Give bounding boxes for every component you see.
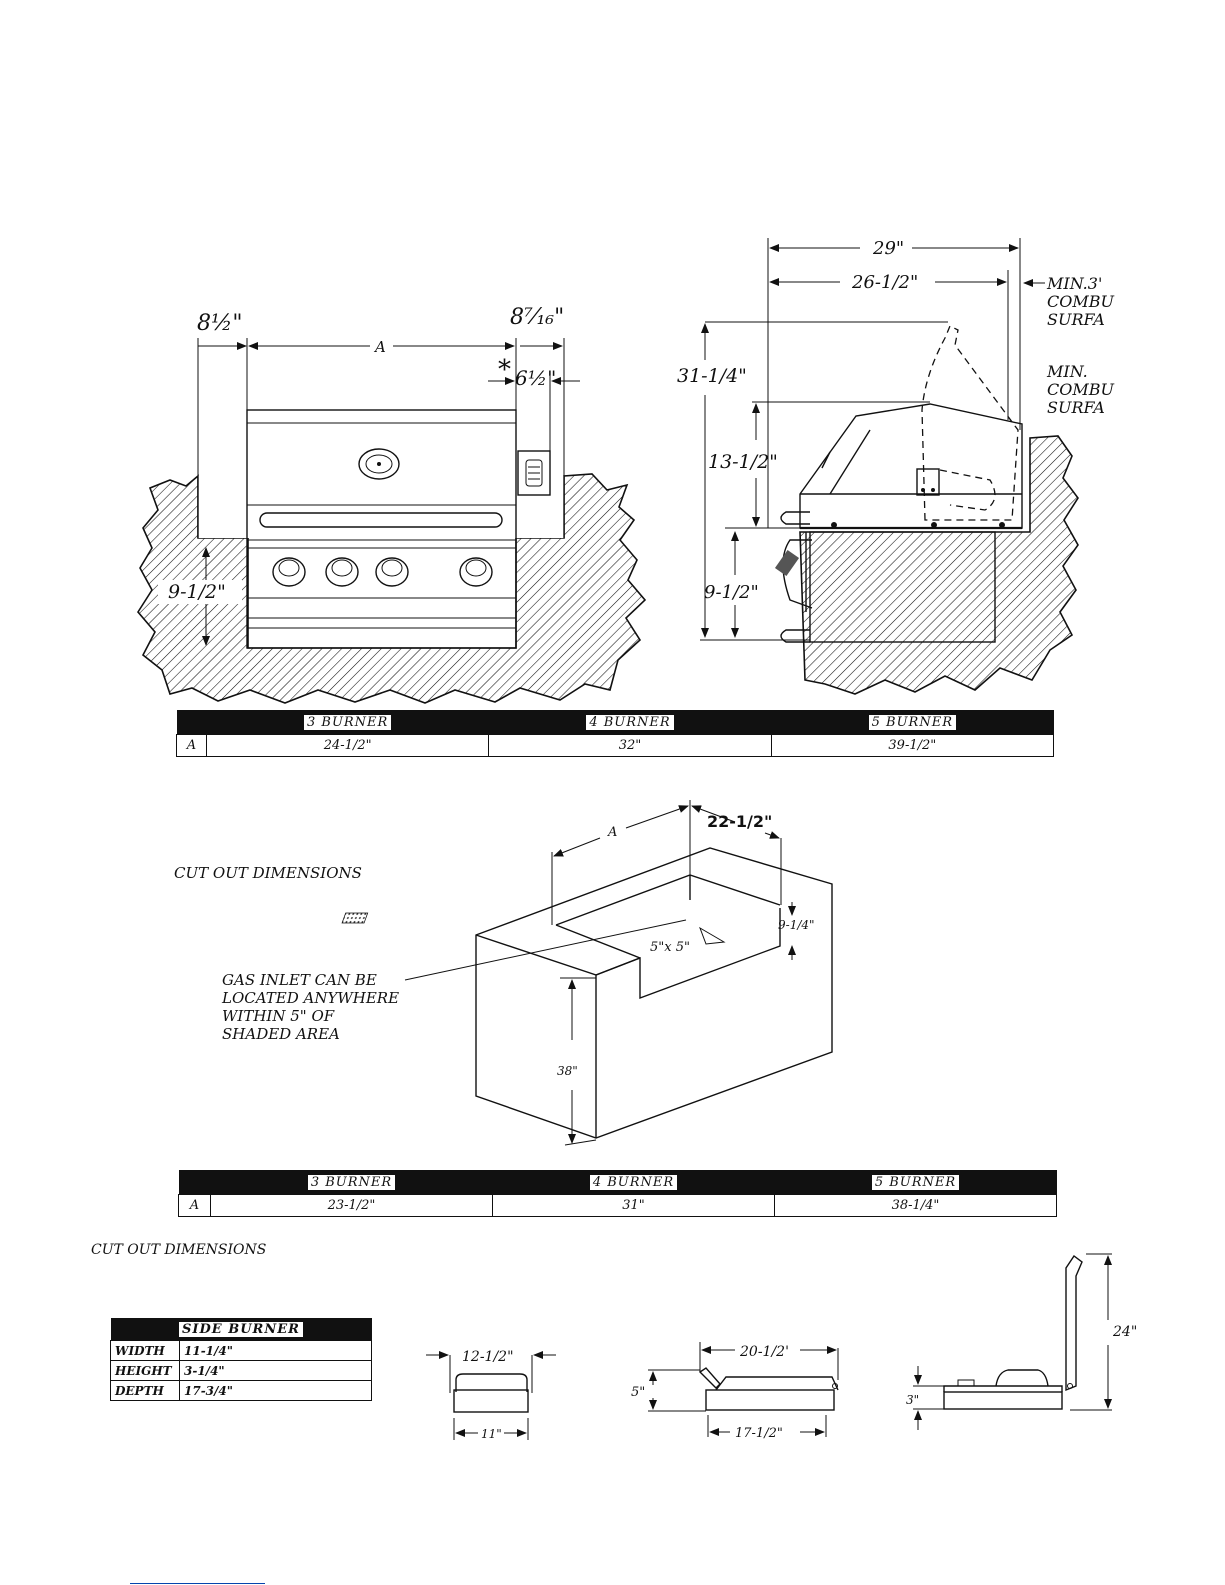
side-masonry-hatch	[799, 435, 1079, 695]
grill-body	[246, 409, 517, 649]
grill-depth-label: 26-1/2"	[851, 272, 918, 293]
total-height-label: 31-1/4"	[677, 365, 747, 387]
cell-5-burner: 39-1/2"	[770, 734, 1055, 757]
cutout-width-label: A	[607, 825, 617, 840]
thermometer-icon	[358, 448, 400, 480]
side-top-label: 20-1/2'	[739, 1344, 789, 1360]
side-burner-side: 20-1/2' 5" 17-1/2"	[631, 1342, 839, 1441]
svg-text:WITHIN 5" OF: WITHIN 5" OF	[222, 1007, 335, 1025]
side-view: 29" 26-1/2" 31-1/4" 13-1/2" 9-1/2" MIN.3…	[677, 238, 1115, 695]
side-gap-label: 6½"	[515, 366, 556, 390]
overall-depth-label: 29"	[872, 238, 904, 259]
front-view: 8½" 8⁷⁄₁₆" A * 6½" 9-1/2"	[137, 305, 647, 704]
height-value: 3-1/4"	[179, 1360, 372, 1381]
front-bottom-label: 11"	[481, 1427, 502, 1441]
front-top-label: 12-1/2"	[462, 1349, 514, 1365]
side-burner-open: 24" 3"	[906, 1253, 1137, 1430]
base-label: 3"	[906, 1393, 919, 1407]
cutout-cell-3-burner: 23-1/2"	[210, 1194, 493, 1217]
depth-value: 17-3/4"	[179, 1380, 372, 1401]
gas-inlet-note: GAS INLET CAN BE LOCATED ANYWHERE WITHIN…	[221, 971, 399, 1043]
left-clearance-label: 8½"	[197, 311, 242, 336]
gas-inlet-area	[341, 912, 369, 924]
asterisk-mark: *	[498, 355, 511, 385]
side-burner-table: SIDE BURNER WIDTH 11-1/4" HEIGHT 3-1/4" …	[110, 1318, 372, 1401]
cutout-depth-label: 22-1/2"	[707, 812, 772, 831]
side-base-height-label: 9-1/2"	[704, 582, 759, 603]
col-4-burner: 4 BURNER	[585, 713, 675, 731]
svg-text:SURFA: SURFA	[1047, 398, 1105, 417]
open-height-label: 24"	[1112, 1324, 1137, 1340]
svg-text:SURFA: SURFA	[1047, 310, 1105, 329]
col-5-burner: 5 BURNER	[867, 713, 957, 731]
cutout-cell-5-burner: 38-1/4"	[774, 1194, 1057, 1217]
svg-text:LOCATED ANYWHERE: LOCATED ANYWHERE	[221, 989, 399, 1007]
row-label: A	[176, 734, 207, 757]
depth-label: DEPTH	[110, 1380, 180, 1401]
cutout-row-label: A	[178, 1194, 211, 1217]
right-clearance-label: 8⁷⁄₁₆"	[510, 305, 564, 330]
cutout-col-5-burner: 5 BURNER	[870, 1173, 961, 1191]
recess-height-label: 9-1/4"	[778, 918, 815, 932]
footer-link-underline	[130, 1583, 265, 1584]
width-value: 11-1/4"	[179, 1340, 372, 1361]
width-a-label: A	[373, 338, 386, 356]
cutout-title: CUT OUT DIMENSIONS	[174, 864, 362, 882]
combustible-note-1: MIN.3' COMBU SURFA	[1046, 274, 1115, 329]
side-burner-title: SIDE BURNER	[178, 1320, 304, 1338]
side-burner-front: 12-1/2" 11"	[426, 1349, 556, 1441]
front-base-height-label: 9-1/2"	[168, 581, 226, 603]
cutout-col-3-burner: 3 BURNER	[306, 1173, 397, 1191]
svg-text:COMBU: COMBU	[1047, 380, 1115, 399]
svg-text:MIN.3': MIN.3'	[1046, 274, 1102, 293]
side-height-label: 5"	[631, 1385, 645, 1400]
col-3-burner: 3 BURNER	[302, 713, 393, 731]
cell-4-burner: 32"	[488, 734, 772, 757]
height-label: HEIGHT	[110, 1360, 180, 1381]
combustible-note-2: MIN. COMBU SURFA	[1046, 362, 1115, 417]
side-bottom-label: 17-1/2"	[735, 1426, 783, 1441]
front-masonry-hatch	[137, 473, 647, 704]
side-shelf-icon	[517, 450, 551, 496]
handle-bar	[259, 512, 503, 528]
svg-text:GAS INLET CAN BE: GAS INLET CAN BE	[222, 971, 377, 989]
svg-text:COMBU: COMBU	[1047, 292, 1115, 311]
svg-text:MIN.: MIN.	[1046, 362, 1088, 381]
svg-text:SHADED AREA: SHADED AREA	[222, 1025, 340, 1043]
cutout-dimension-table: 3 BURNER 4 BURNER 5 BURNER A 23-1/2" 31"…	[178, 1170, 1057, 1217]
side-cabinet-opening	[809, 531, 996, 643]
cutout-height-label: 38"	[557, 1064, 578, 1078]
cutout-title-2: CUT OUT DIMENSIONS	[91, 1242, 266, 1258]
grill-dimension-table: 3 BURNER 4 BURNER 5 BURNER A 24-1/2" 32"…	[176, 710, 1055, 757]
hood-height-label: 13-1/2"	[708, 451, 778, 473]
width-label: WIDTH	[110, 1340, 180, 1361]
cutout-col-4-burner: 4 BURNER	[588, 1173, 679, 1191]
control-knobs	[272, 557, 493, 587]
cutout-isometric: CUT OUT DIMENSIONS A 22-1/2" 9-1/4" 5"x …	[174, 800, 833, 1146]
inlet-size-label: 5"x 5"	[650, 940, 690, 955]
cell-3-burner: 24-1/2"	[205, 734, 490, 757]
cutout-cell-4-burner: 31"	[492, 1194, 775, 1217]
